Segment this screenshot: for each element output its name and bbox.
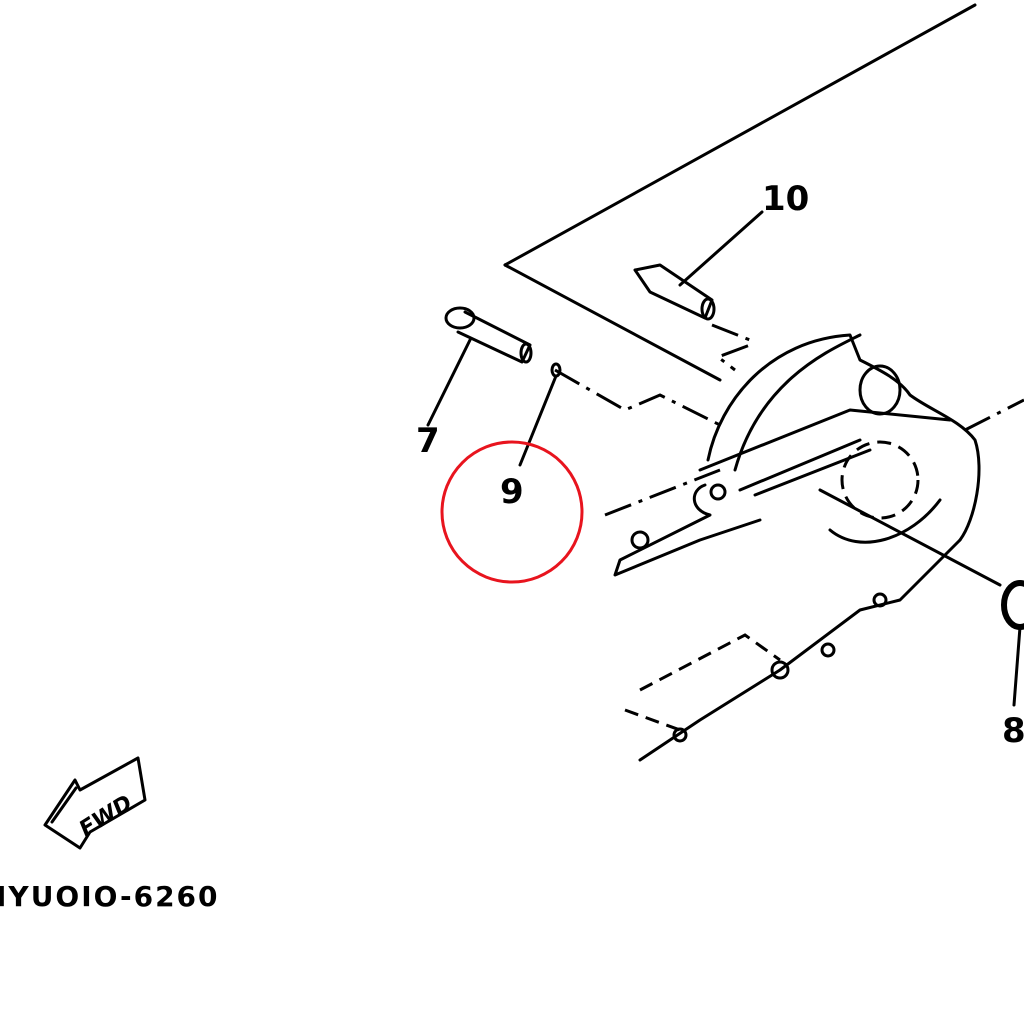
part-7-bolt — [426, 306, 533, 427]
highlight-circle — [440, 440, 584, 584]
part-10-sensor — [633, 210, 764, 321]
callout-7: 7 — [416, 421, 440, 461]
drawing-code: IYUOIO-6260 — [0, 880, 220, 913]
part-9-pin — [518, 362, 562, 467]
fwd-arrow-icon: FWD — [43, 756, 147, 850]
crankcase-cover — [613, 333, 1002, 762]
part-8-seal — [1001, 580, 1024, 707]
callout-10: 10 — [762, 179, 809, 219]
callout-8: 8 — [1002, 711, 1024, 751]
callout-9: 9 — [500, 472, 524, 512]
fwd-label: FWD — [76, 789, 135, 844]
assembly-outline-lines — [503, 3, 1024, 517]
